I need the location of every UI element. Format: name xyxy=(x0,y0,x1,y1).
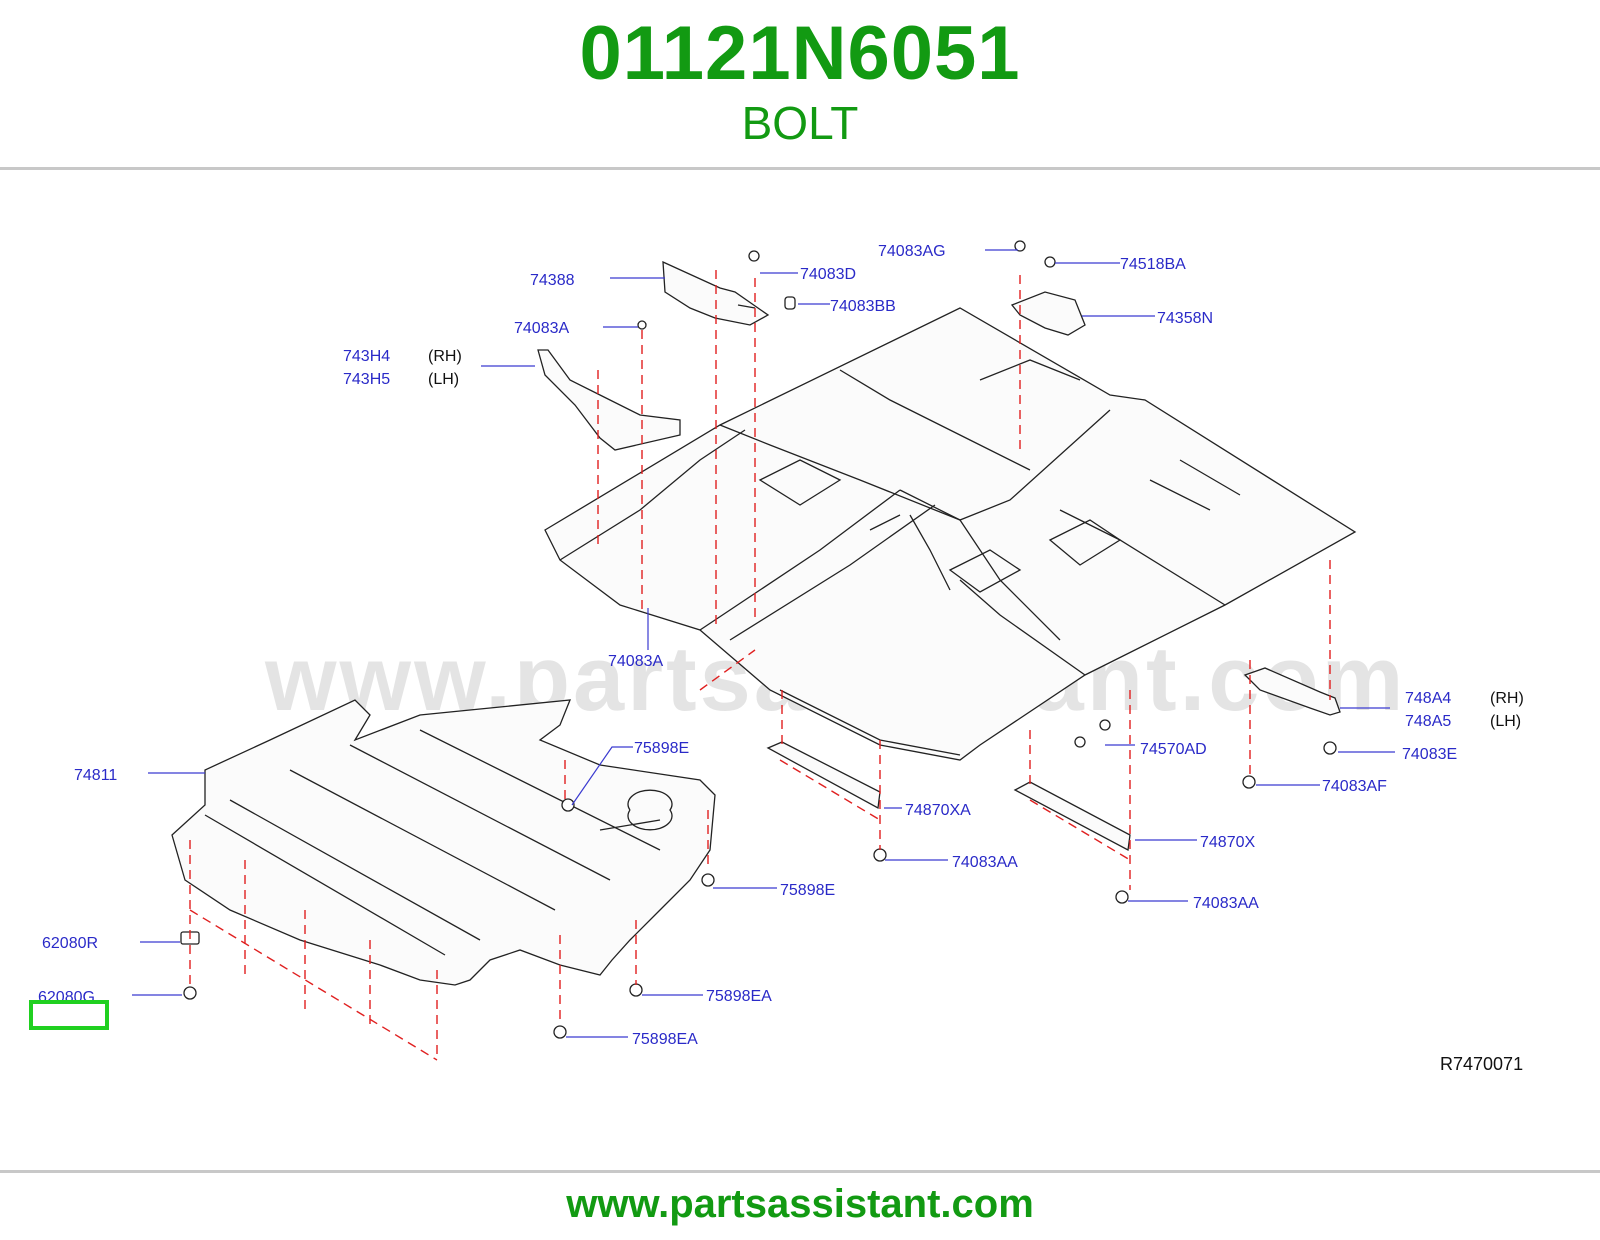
footer-divider xyxy=(0,1170,1600,1173)
callout-748A4[interactable]: 748A4 xyxy=(1405,690,1451,707)
callout-748A5[interactable]: 748A5 xyxy=(1405,713,1451,730)
callout-743H5[interactable]: 743H5 xyxy=(343,371,390,388)
assembly-dashed-lines xyxy=(189,270,1331,1061)
callout-74083AF[interactable]: 74083AF xyxy=(1322,778,1387,795)
callout-74570AD[interactable]: 74570AD xyxy=(1140,741,1207,758)
diagram-reference-code: R7470071 xyxy=(1440,1054,1523,1074)
callout-75898E-top[interactable]: 75898E xyxy=(634,740,689,757)
callout-75898EA-1[interactable]: 75898EA xyxy=(706,988,772,1005)
callout-74870X[interactable]: 74870X xyxy=(1200,834,1255,851)
side-label-lh-748A5: (LH) xyxy=(1490,713,1521,730)
parts-diagram-canvas: www.partsassistant.com xyxy=(38,240,1524,1074)
callout-74358N[interactable]: 74358N xyxy=(1157,310,1213,327)
bracket-748A4-drawing xyxy=(1243,667,1341,716)
rail-74870XA-drawing xyxy=(766,741,881,810)
callout-74083AG[interactable]: 74083AG xyxy=(878,243,946,260)
callout-74388[interactable]: 74388 xyxy=(530,272,575,289)
highlighted-part-box xyxy=(29,1000,109,1030)
side-label-rh-743H4: (RH) xyxy=(428,348,462,365)
callout-743H4[interactable]: 743H4 xyxy=(343,348,390,365)
header-divider xyxy=(0,167,1600,170)
callout-62080R[interactable]: 62080R xyxy=(42,935,98,952)
callout-75898E-mid[interactable]: 75898E xyxy=(780,882,835,899)
callout-74518BA[interactable]: 74518BA xyxy=(1120,256,1186,273)
part-number-title: 01121N6051 xyxy=(579,11,1021,96)
side-label-lh-743H5: (LH) xyxy=(428,371,459,388)
side-label-rh-748A4: (RH) xyxy=(1490,690,1524,707)
callout-74083A-top[interactable]: 74083A xyxy=(514,320,569,337)
rail-74870X-drawing xyxy=(1013,781,1131,852)
callout-74870XA[interactable]: 74870XA xyxy=(905,802,971,819)
leader-lines xyxy=(132,249,1395,1038)
callout-74083BB[interactable]: 74083BB xyxy=(830,298,896,315)
callout-74083E[interactable]: 74083E xyxy=(1402,746,1457,763)
page-header: 01121N6051 BOLT xyxy=(0,0,1600,168)
under-cover-74811-drawing xyxy=(171,699,716,986)
callout-74083AA-1[interactable]: 74083AA xyxy=(952,854,1018,871)
callout-74083AA-2[interactable]: 74083AA xyxy=(1193,895,1259,912)
bracket-74358N-drawing xyxy=(1010,291,1086,336)
footer-website-url[interactable]: www.partsassistant.com xyxy=(566,1182,1034,1226)
callout-74083D[interactable]: 74083D xyxy=(800,266,856,283)
callout-74811[interactable]: 74811 xyxy=(74,767,117,784)
fastener-glyphs xyxy=(180,240,1337,1039)
callout-74083A-bottom[interactable]: 74083A xyxy=(608,653,663,670)
bracket-743H4-drawing xyxy=(537,349,681,451)
parts-diagram: www.partsassistant.com xyxy=(0,220,1600,1120)
callout-75898EA-2[interactable]: 75898EA xyxy=(632,1031,698,1048)
callout-labels: 74083AG 74518BA 74083D 74388 74083BB 743… xyxy=(38,243,1524,1048)
part-name-subtitle: BOLT xyxy=(741,97,859,149)
